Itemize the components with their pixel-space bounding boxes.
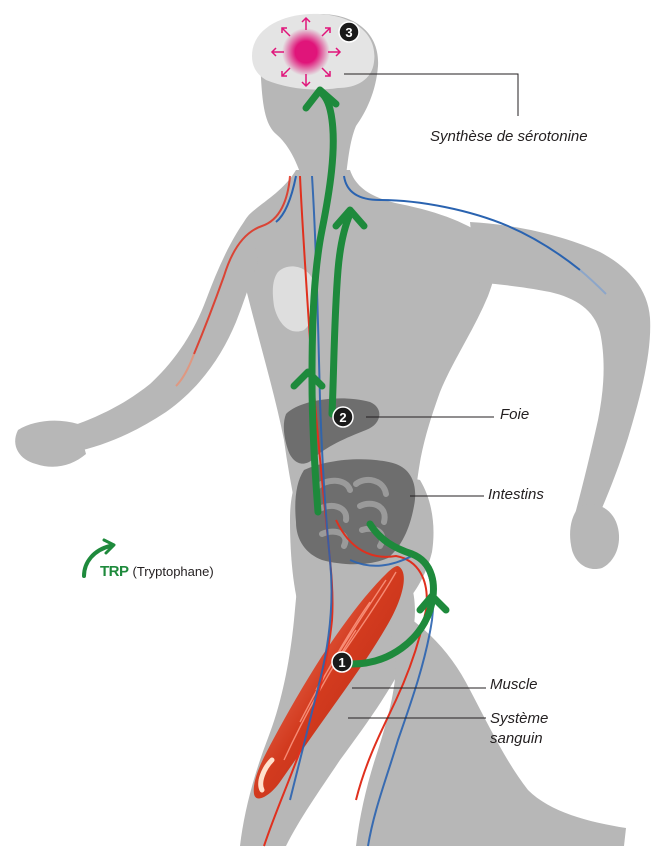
- step-number-2: 2: [339, 410, 346, 425]
- label-muscle: Muscle: [490, 676, 538, 693]
- step-badge-3: 3: [338, 21, 360, 43]
- label-serotonin: Synthèse de sérotonine: [430, 128, 588, 145]
- label-intestines: Intestins: [488, 486, 544, 503]
- trp-legend-arrow-icon: [82, 544, 112, 578]
- step-number-3: 3: [345, 25, 352, 40]
- trp-legend: TRP (Tryptophane): [76, 538, 214, 582]
- liver: [283, 398, 380, 464]
- muscle-fiber: [253, 566, 404, 799]
- label-blood-system-line2: sanguin: [490, 730, 543, 747]
- serotonin-burst: [270, 16, 342, 88]
- trp-legend-name: (Tryptophane): [132, 564, 214, 579]
- label-liver: Foie: [500, 406, 530, 423]
- step-number-1: 1: [338, 655, 345, 670]
- trp-pathway: [308, 88, 437, 668]
- label-blood-system-line1: Système: [490, 710, 549, 727]
- blood-vessels: [175, 175, 607, 847]
- trp-arrowheads: [290, 86, 450, 614]
- leader-lines: [344, 73, 519, 719]
- step-badge-2: 2: [332, 406, 354, 428]
- step-badge-1: 1: [331, 651, 353, 673]
- trp-legend-abbr: TRP: [100, 563, 129, 580]
- trp-legend-arrowhead-icon: [102, 538, 116, 555]
